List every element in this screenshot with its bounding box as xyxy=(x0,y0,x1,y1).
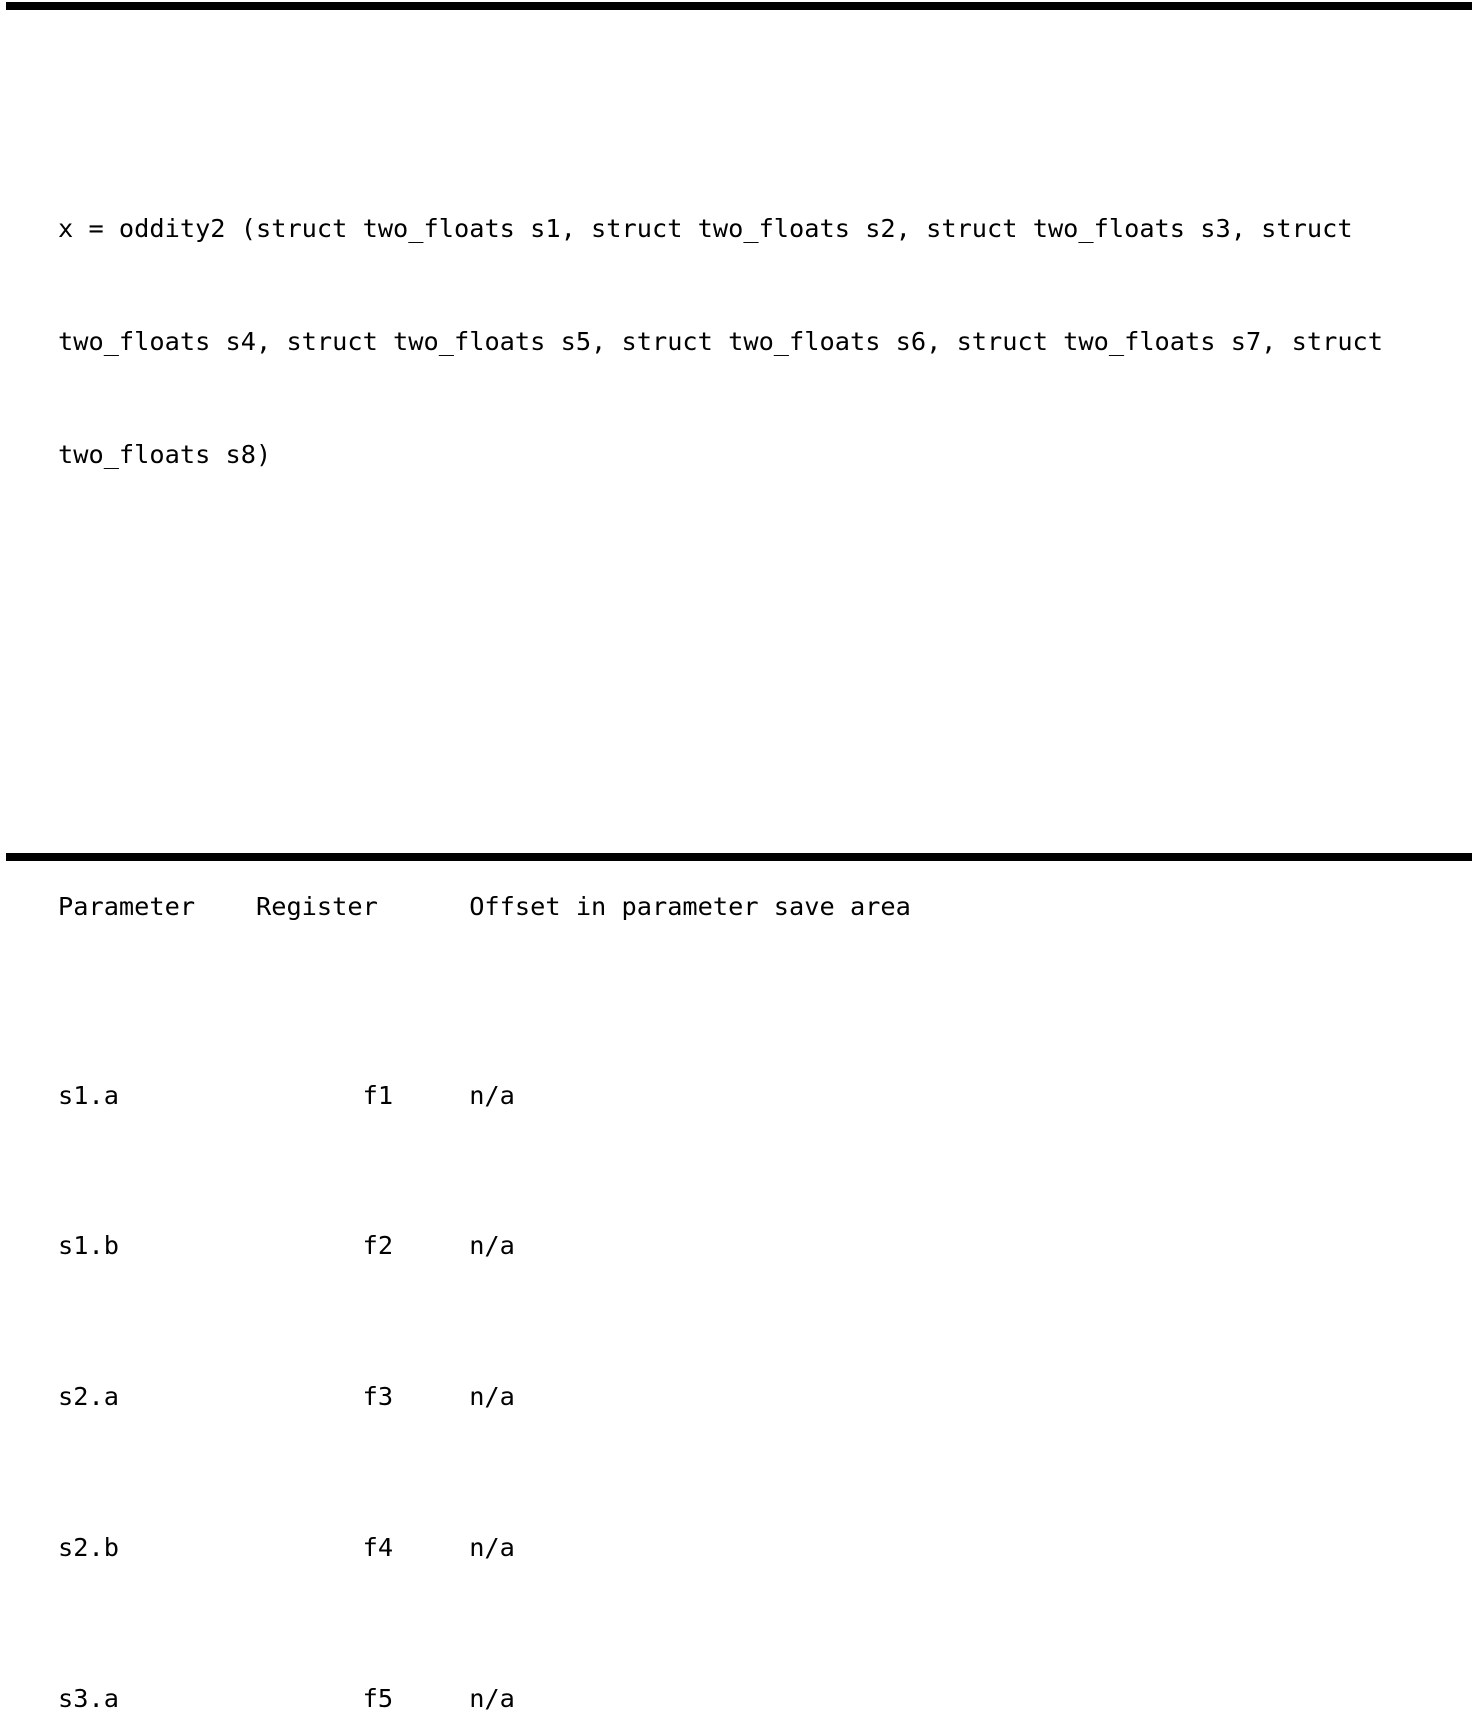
column-header-parameter: Parameter xyxy=(58,892,196,922)
offset-cell: n/a xyxy=(469,1231,515,1261)
offset-cell: n/a xyxy=(469,1533,515,1562)
table-row: s2.a f3 n/a xyxy=(58,1378,1472,1416)
parameter-cell: s2.a xyxy=(58,1382,119,1412)
parameter-register-table: Parameter Register Offset in parameter s… xyxy=(58,813,1472,1732)
register-cell: f1 xyxy=(362,1080,394,1110)
function-signature-line: x = oddity2 (struct two_floats s1, struc… xyxy=(58,213,1353,243)
register-cell: f2 xyxy=(362,1231,394,1261)
table-row: s2.b f4 n/a xyxy=(58,1529,1472,1567)
table-header-row: Parameter Register Offset in parameter s… xyxy=(58,888,1472,926)
column-header-offset: Offset in parameter save area xyxy=(469,892,911,922)
function-signature: x = oddity2 (struct two_floats s1, struc… xyxy=(58,134,1472,549)
table-body: s1.a f1 n/a s1.b f2 n/a s2.a f3 n/a s2.b… xyxy=(58,1001,1472,1732)
register-cell: f4 xyxy=(362,1533,394,1562)
function-signature-line: two_floats s4, struct two_floats s5, str… xyxy=(58,326,1384,356)
offset-cell: n/a xyxy=(469,1683,515,1713)
blank-line xyxy=(58,662,1472,700)
document-body: x = oddity2 (struct two_floats s1, struc… xyxy=(58,21,1472,1732)
offset-cell: n/a xyxy=(469,1382,515,1412)
register-cell: f3 xyxy=(362,1382,394,1412)
register-cell: f5 xyxy=(362,1683,394,1713)
table-row: s1.a f1 n/a xyxy=(58,1077,1472,1115)
bottom-border-rule xyxy=(6,853,1472,861)
table-row: s1.b f2 n/a xyxy=(58,1227,1472,1265)
parameter-cell: s1.a xyxy=(58,1080,119,1110)
offset-cell: n/a xyxy=(469,1080,515,1110)
parameter-cell: s1.b xyxy=(58,1231,119,1261)
parameter-cell: s3.a xyxy=(58,1683,119,1713)
top-border-rule xyxy=(6,2,1472,10)
function-signature-line: two_floats s8) xyxy=(58,439,272,469)
parameter-cell: s2.b xyxy=(58,1533,119,1562)
column-header-register: Register xyxy=(255,892,378,922)
table-row: s3.a f5 n/a xyxy=(58,1680,1472,1718)
